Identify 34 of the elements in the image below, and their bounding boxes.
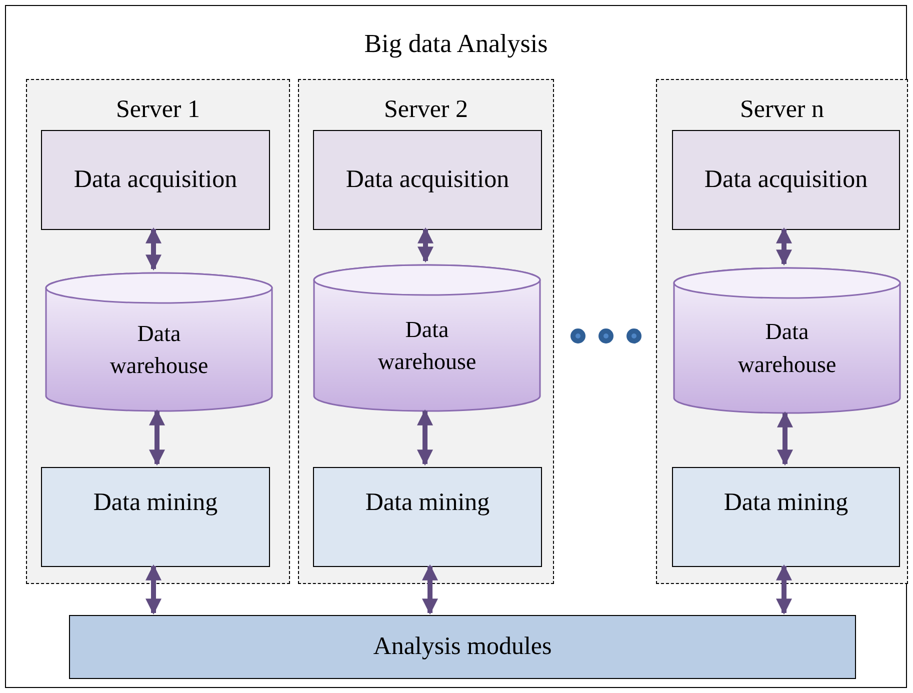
mining-box — [313, 467, 542, 567]
node-label: Data acquisition — [703, 165, 869, 196]
node-label: Data acquisition — [72, 165, 238, 196]
diagram-frame — [5, 5, 907, 688]
node-label: Data acquisition — [344, 165, 510, 196]
mining-box — [41, 467, 270, 567]
double-arrow — [777, 411, 793, 466]
server-group — [656, 79, 908, 584]
analysis-bar — [69, 615, 856, 679]
node-label: Data warehouse — [376, 316, 478, 376]
mining-box — [672, 467, 900, 567]
acquisition-box — [41, 130, 270, 230]
node-label: Data mining — [722, 488, 850, 518]
double-arrow — [149, 409, 165, 466]
node-label: Data warehouse — [736, 318, 838, 378]
double-arrow — [146, 227, 162, 271]
node-label: Big data Analysis — [364, 28, 548, 60]
server-group — [298, 79, 554, 584]
node-label: Data mining — [364, 488, 491, 518]
double-arrow — [776, 227, 792, 266]
acquisition-box — [313, 130, 542, 230]
double-arrow — [422, 564, 438, 615]
acquisition-box — [672, 130, 900, 230]
double-arrow — [146, 564, 162, 615]
double-arrow — [776, 564, 792, 615]
double-arrow — [417, 409, 433, 466]
double-arrow — [418, 227, 434, 263]
node-label: Data mining — [92, 488, 219, 518]
server-group — [26, 79, 290, 584]
server-heading: Server n — [740, 95, 824, 125]
server-heading: Server 1 — [116, 95, 200, 125]
node-label: Data warehouse — [108, 320, 210, 380]
node-label: Analysis modules — [372, 632, 553, 662]
server-heading: Server 2 — [384, 95, 468, 125]
